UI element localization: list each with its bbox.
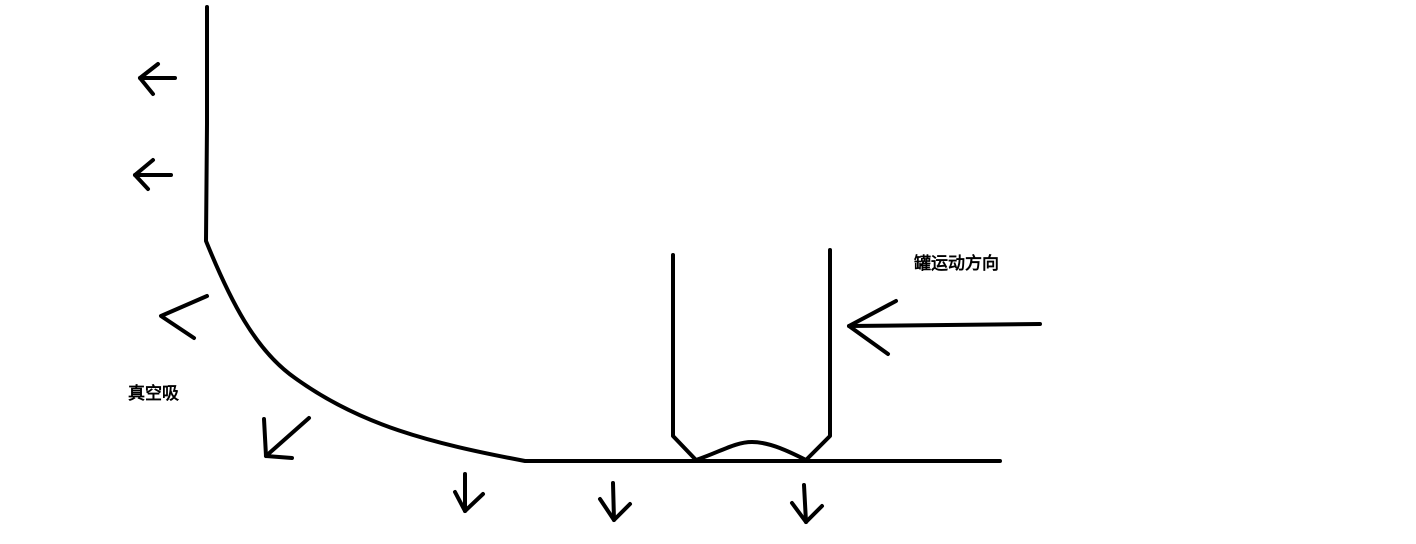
vacuum-arrow-down-left xyxy=(262,416,311,460)
mold-profile-line xyxy=(204,5,1002,463)
can-direction-arrow xyxy=(847,299,1042,356)
vacuum-arrow-down-3 xyxy=(790,483,824,524)
can-outline xyxy=(671,248,832,462)
vacuum-arrow-left-2 xyxy=(133,158,173,191)
vacuum-arrow-left-3 xyxy=(159,294,209,340)
can-direction-label: 罐运动方向 xyxy=(914,254,999,274)
vacuum-arrow-down-2 xyxy=(598,481,632,522)
vacuum-arrow-left-1 xyxy=(138,62,177,96)
vacuum-suction-label: 真空吸 xyxy=(128,384,179,404)
vacuum-arrow-down-1 xyxy=(453,472,485,513)
